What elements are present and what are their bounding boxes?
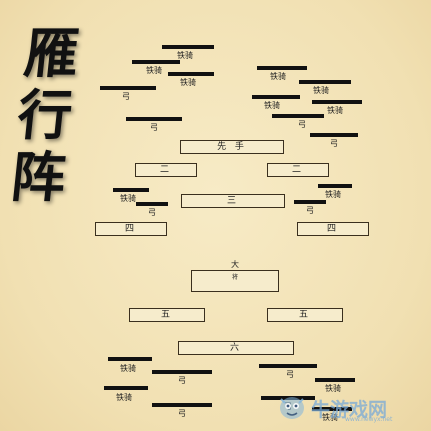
- troop-bar: [126, 117, 182, 121]
- unit-label-cavalry: 铁骑: [327, 106, 343, 115]
- troop-bar: [259, 364, 317, 368]
- unit-label-archer: 弓: [178, 376, 186, 385]
- unit-box-third: 三: [181, 194, 285, 208]
- troop-bar: [104, 386, 148, 390]
- unit-label-cavalry: 铁骑: [264, 101, 280, 110]
- unit-label-cavalry: 铁骑: [120, 194, 136, 203]
- unit-label-archer: 弓: [178, 409, 186, 418]
- general-label-top: 大: [231, 260, 239, 269]
- unit-label-cavalry: 铁骑: [146, 66, 162, 75]
- title-char: 雁: [21, 21, 82, 85]
- troop-bar: [152, 370, 212, 374]
- general-label-bottom: 将: [231, 274, 238, 281]
- unit-box-vanguard: 先 手: [180, 140, 284, 154]
- troop-bar: [132, 60, 180, 64]
- unit-label-cavalry: 铁骑: [120, 364, 136, 373]
- formation-title: 雁 行 阵: [4, 21, 86, 209]
- unit-box-fifth-right: 五: [267, 308, 343, 322]
- unit-label-cavalry: 铁骑: [325, 384, 341, 393]
- troop-bar: [318, 184, 352, 188]
- watermark-text: 牛游戏网: [311, 399, 388, 421]
- unit-box-general: 将: [191, 270, 279, 292]
- troop-bar: [100, 86, 156, 90]
- troop-bar: [312, 407, 352, 411]
- unit-label-cavalry: 铁骑: [322, 413, 338, 422]
- unit-label-cavalry: 铁骑: [325, 190, 341, 199]
- mascot-logo-icon: [280, 397, 304, 419]
- unit-box-fourth-right: 四: [297, 222, 369, 236]
- troop-bar: [162, 45, 214, 49]
- troop-bar: [299, 80, 351, 84]
- unit-label-archer: 弓: [298, 120, 306, 129]
- watermark-url: www.newyx.net: [345, 416, 393, 423]
- unit-label-archer: 弓: [286, 370, 294, 379]
- unit-box-second-left: 二: [135, 163, 197, 177]
- unit-label-archer: 弓: [148, 208, 156, 217]
- unit-label-cavalry: 铁骑: [270, 72, 286, 81]
- troop-bar: [113, 188, 149, 192]
- unit-label-cavalry: 铁骑: [313, 86, 329, 95]
- troop-bar: [252, 95, 300, 99]
- unit-box-fourth-left: 四: [95, 222, 167, 236]
- unit-label-archer: 弓: [150, 123, 158, 132]
- unit-label-cavalry: 铁骑: [177, 51, 193, 60]
- unit-label-cavalry: 铁骑: [116, 393, 132, 402]
- troop-bar: [272, 114, 324, 118]
- unit-label-archer: 弓: [122, 92, 130, 101]
- troop-bar: [315, 378, 355, 382]
- watermark: 牛游戏网 www.newyx.net: [275, 393, 425, 423]
- unit-label-archer: 弓: [306, 206, 314, 215]
- troop-bar: [312, 100, 362, 104]
- unit-box-sixth: 六: [178, 341, 294, 355]
- troop-bar: [136, 202, 168, 206]
- unit-label-archer: 弓: [330, 139, 338, 148]
- unit-box-fifth-left: 五: [129, 308, 205, 322]
- unit-box-second-right: 二: [267, 163, 329, 177]
- troop-bar: [152, 403, 212, 407]
- title-char: 行: [14, 83, 76, 147]
- title-char: 阵: [8, 145, 69, 209]
- troop-bar: [294, 200, 326, 204]
- troop-bar: [168, 72, 214, 76]
- unit-label-cavalry: 铁骑: [180, 78, 196, 87]
- troop-bar: [257, 66, 307, 70]
- troop-bar: [108, 357, 152, 361]
- troop-bar: [310, 133, 358, 137]
